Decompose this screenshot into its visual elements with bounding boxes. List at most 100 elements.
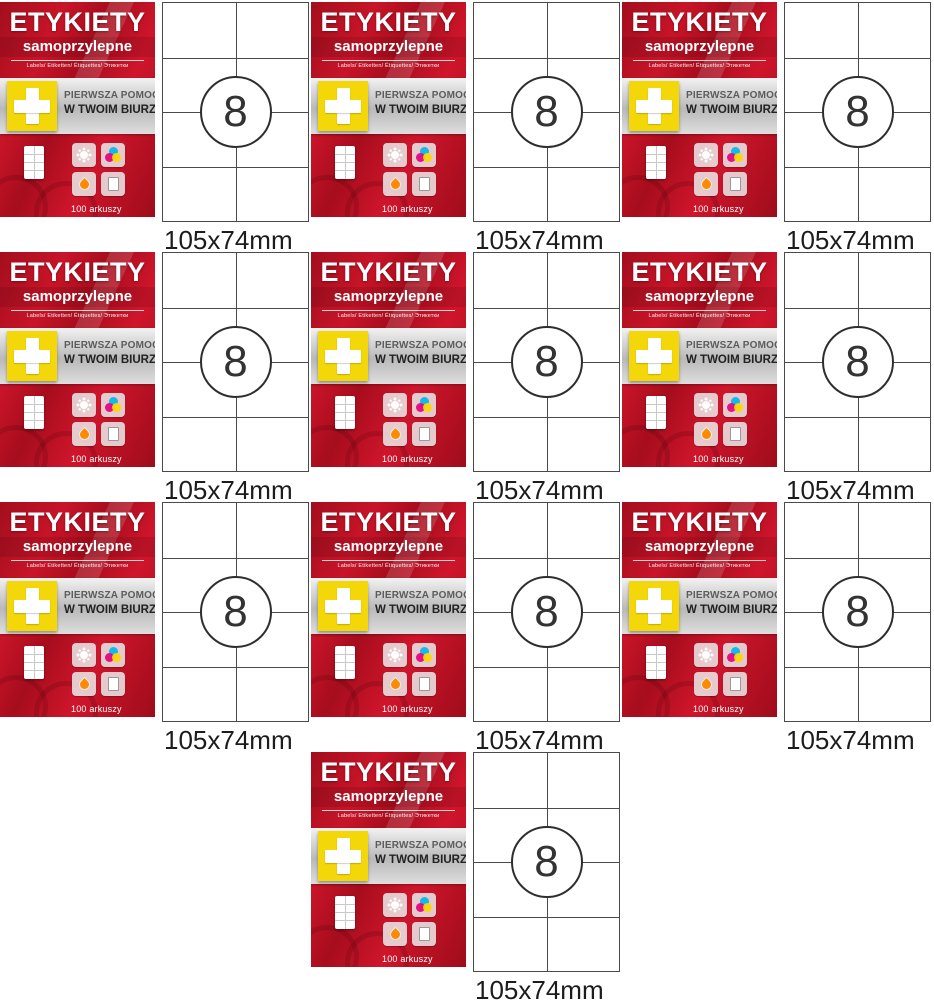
promo-line2: W TWOIM BIURZE [64,104,155,116]
paper-sheet-icon [412,422,436,446]
paper-sheet-icon [723,172,747,196]
promo-line2: W TWOIM BIURZE [375,854,466,866]
product-subtitle: samoprzylepne [622,37,777,58]
color-wheel-icon [412,393,436,417]
product-unit: ETYKIETY samoprzylepne Labels/ Etiketten… [622,250,933,506]
promo-line2: W TWOIM BIURZE [64,354,155,366]
box-header: ETYKIETY samoprzylepne Labels/ Etiketten… [311,2,466,69]
feature-icons [694,643,747,696]
label-count-badge: 8 [821,326,894,398]
label-count-value: 8 [223,587,248,636]
product-subtitle: samoprzylepne [311,537,466,558]
ink-drop-icon [72,172,96,196]
promo-band: PIERWSZA POMOC W TWOIM BIURZE [622,78,777,134]
box-header: ETYKIETY samoprzylepne Labels/ Etiketten… [311,502,466,569]
product-box: ETYKIETY samoprzylepne Labels/ Etiketten… [311,2,466,217]
product-unit: ETYKIETY samoprzylepne Labels/ Etiketten… [311,0,622,256]
sun-icon [383,893,407,917]
product-box: ETYKIETY samoprzylepne Labels/ Etiketten… [311,252,466,467]
diagram-column: 8 105x74mm [473,752,622,1000]
sheet-count-label: 100 arkuszy [71,704,122,714]
diagram-column: 8 105x74mm [784,502,933,756]
feature-icons [694,143,747,196]
product-unit: ETYKIETY samoprzylepne Labels/ Etiketten… [311,250,622,506]
box-header: ETYKIETY samoprzylepne Labels/ Etiketten… [622,2,777,69]
diagram-horizontal-line [785,416,930,418]
promo-line2: W TWOIM BIURZE [686,604,777,616]
promo-line1: PIERWSZA POMOC [64,340,155,351]
label-count-badge: 8 [199,576,272,648]
sun-icon [694,643,718,667]
label-layout-diagram: 8 [784,2,931,222]
promo-band: PIERWSZA POMOC W TWOIM BIURZE [0,78,155,134]
size-label: 105x74mm [786,225,915,255]
product-subtitle: samoprzylepne [311,287,466,308]
promo-text: PIERWSZA POMOC W TWOIM BIURZE [686,90,777,116]
product-unit: ETYKIETY samoprzylepne Labels/ Etiketten… [622,500,933,756]
mini-label-sheet-icon [24,646,44,679]
mini-label-sheet-icon [335,146,355,179]
label-count-value: 8 [534,337,559,386]
unit-row: ETYKIETY samoprzylepne Labels/ Etiketten… [0,750,934,1000]
promo-text: PIERWSZA POMOC W TWOIM BIURZE [375,840,466,866]
promo-line1: PIERWSZA POMOC [64,590,155,601]
promo-line1: PIERWSZA POMOC [686,340,777,351]
sun-icon [383,643,407,667]
sun-icon [72,393,96,417]
box-header: ETYKIETY samoprzylepne Labels/ Etiketten… [311,252,466,319]
diagram-horizontal-line [163,666,308,668]
cross-horizontal-bar [325,349,361,363]
color-wheel-icon [101,643,125,667]
diagram-column: 8 105x74mm [162,502,311,756]
color-wheel-icon [101,143,125,167]
box-header: ETYKIETY samoprzylepne Labels/ Etiketten… [622,252,777,319]
product-title: ETYKIETY [320,7,457,37]
promo-band: PIERWSZA POMOC W TWOIM BIURZE [622,578,777,634]
box-header: ETYKIETY samoprzylepne Labels/ Etiketten… [0,2,155,69]
promo-band: PIERWSZA POMOC W TWOIM BIURZE [311,328,466,384]
label-layout-diagram: 8 [162,2,309,222]
label-count-value: 8 [223,87,248,136]
mini-label-sheet-icon [335,896,355,929]
first-aid-cross-icon [318,81,368,131]
sun-icon [72,643,96,667]
product-languages: Labels/ Etiketten/ Étiquettes/ Этикетки [10,310,145,319]
box-footer: 100 arkuszy [622,384,777,467]
label-count-badge: 8 [510,826,583,898]
label-count-value: 8 [534,587,559,636]
cross-horizontal-bar [636,349,672,363]
size-label: 105x74mm [164,725,293,755]
label-count-badge: 8 [821,576,894,648]
mini-label-sheet-icon [646,646,666,679]
diagram-column: 8 105x74mm [784,2,933,256]
diagram-column: 8 105x74mm [784,252,933,506]
product-subtitle: samoprzylepne [0,37,155,58]
label-layout-diagram: 8 [784,502,931,722]
paper-sheet-icon [101,172,125,196]
promo-text: PIERWSZA POMOC W TWOIM BIURZE [64,340,155,366]
product-languages: Labels/ Etiketten/ Étiquettes/ Этикетки [10,60,145,69]
cross-horizontal-bar [325,99,361,113]
box-footer: 100 arkuszy [311,384,466,467]
paper-sheet-icon [412,922,436,946]
cross-horizontal-bar [325,849,361,863]
product-title: ETYKIETY [320,757,457,787]
paper-sheet-icon [412,672,436,696]
size-label: 105x74mm [475,725,604,755]
diagram-horizontal-line [474,916,619,918]
sun-icon [383,393,407,417]
product-title: ETYKIETY [631,507,768,537]
product-languages: Labels/ Etiketten/ Étiquettes/ Этикетки [632,60,767,69]
promo-line2: W TWOIM BIURZE [375,354,466,366]
promo-line2: W TWOIM BIURZE [375,104,466,116]
diagram-column: 8 105x74mm [162,2,311,256]
diagram-horizontal-line [474,416,619,418]
label-count-badge: 8 [510,326,583,398]
label-count-badge: 8 [199,76,272,148]
promo-line2: W TWOIM BIURZE [64,604,155,616]
sun-icon [383,143,407,167]
first-aid-cross-icon [318,581,368,631]
box-footer: 100 arkuszy [622,634,777,717]
sheet-count-label: 100 arkuszy [382,954,433,964]
ink-drop-icon [72,672,96,696]
